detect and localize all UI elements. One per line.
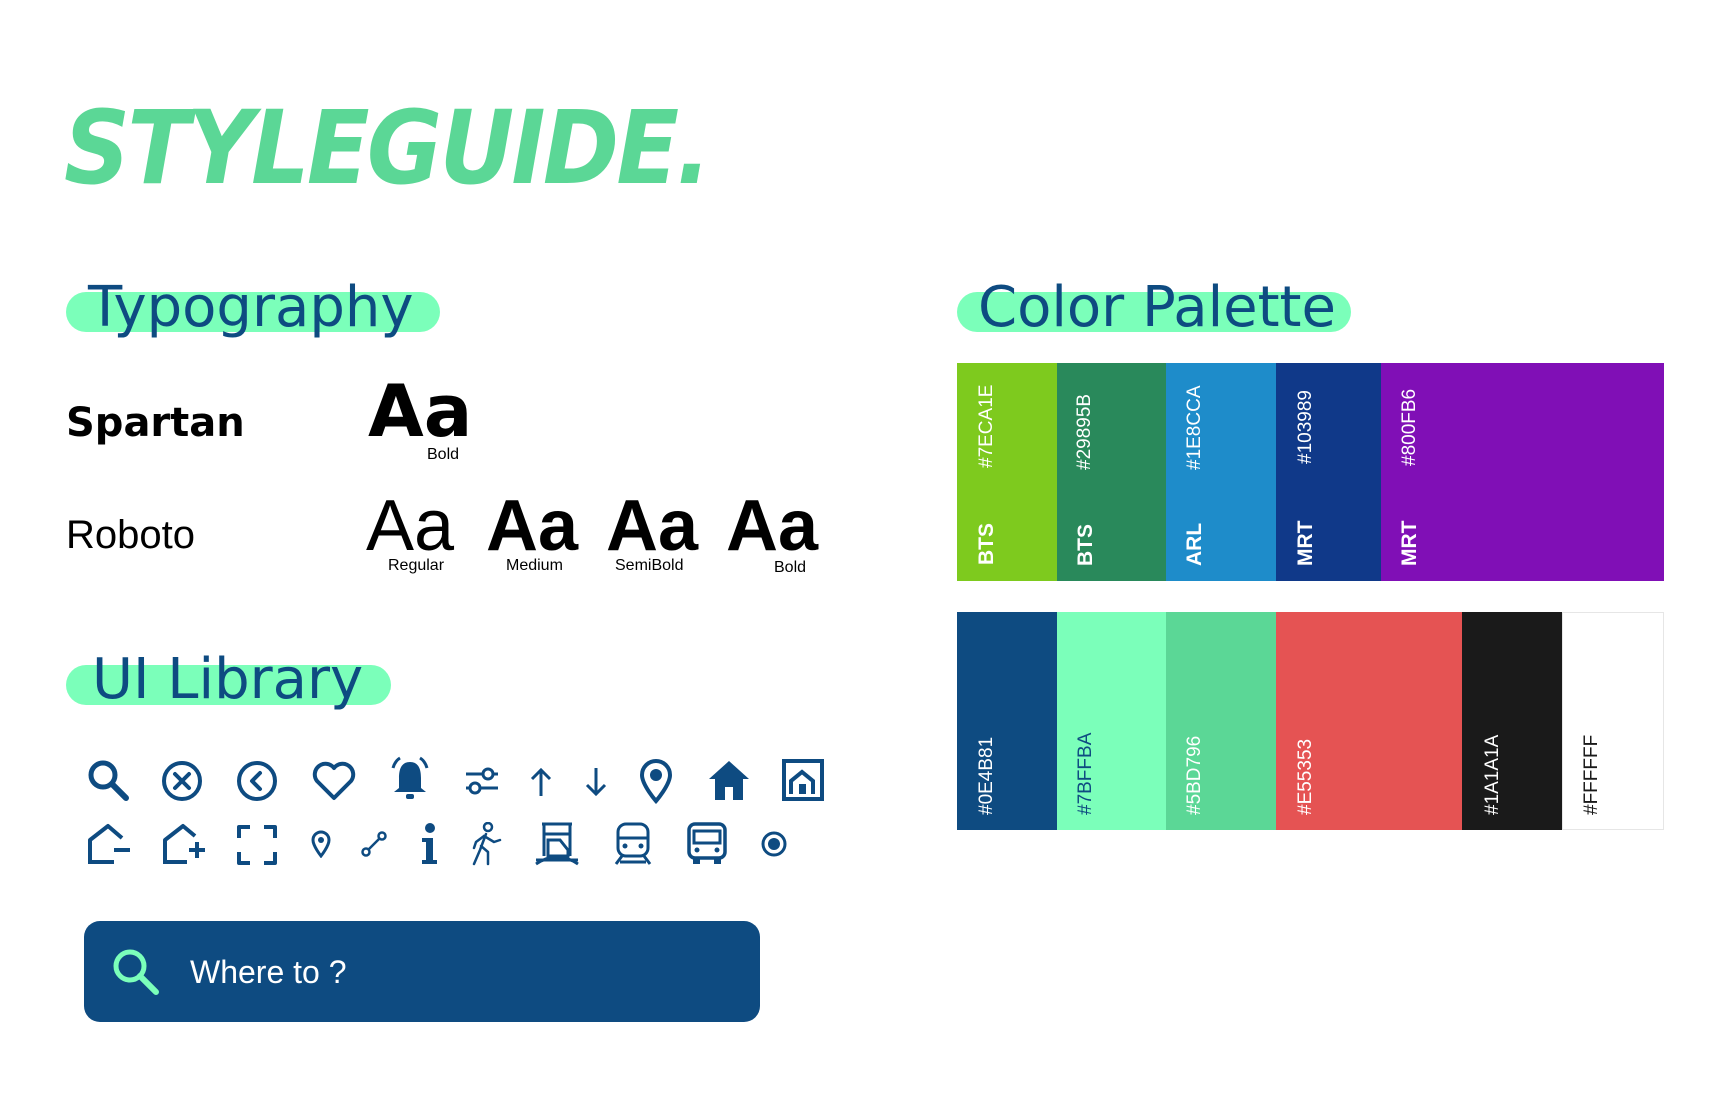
- weight-label-medium: Medium: [506, 557, 563, 574]
- swatch-hex-label: #FFFFFF: [1581, 734, 1602, 815]
- swatch-hex-label: #800FB6: [1399, 388, 1420, 466]
- home-remove-icon[interactable]: [86, 822, 132, 866]
- bus-icon[interactable]: [685, 820, 729, 866]
- font-sample-roboto-bold: Aa: [726, 486, 819, 566]
- color-swatch: [957, 612, 1057, 830]
- weight-label-regular: Regular: [388, 557, 445, 574]
- train-icon[interactable]: [612, 820, 654, 866]
- home-icon[interactable]: [706, 758, 752, 802]
- swatch-hex-label: #7BFFBA: [1075, 732, 1096, 815]
- target-icon[interactable]: [760, 830, 788, 858]
- weight-label-spartan-bold: Bold: [427, 446, 460, 463]
- swatch-line-label: ARL: [1183, 522, 1206, 566]
- swatch-line-label: MRT: [1398, 520, 1421, 567]
- swatch-line-label: BTS: [975, 523, 998, 565]
- search-icon[interactable]: [86, 758, 130, 802]
- bell-icon[interactable]: [388, 756, 432, 802]
- weight-label-bold: Bold: [774, 559, 807, 576]
- search-bar[interactable]: [84, 921, 760, 1022]
- walking-icon[interactable]: [468, 822, 502, 866]
- swatch-hex-label: #5BD796: [1184, 735, 1205, 815]
- small-pin-icon[interactable]: [310, 830, 332, 858]
- back-circle-icon[interactable]: [236, 760, 278, 802]
- swatch-hex-label: #103989: [1295, 390, 1316, 464]
- section-highlight: [66, 665, 391, 705]
- color-swatch: [1276, 612, 1462, 830]
- home-outline-icon[interactable]: [781, 758, 825, 802]
- close-circle-icon[interactable]: [161, 760, 203, 802]
- font-sample-roboto-medium: Aa: [486, 486, 579, 566]
- color-swatch: [957, 363, 1057, 581]
- color-swatch: [1057, 363, 1166, 581]
- swatch-hex-label: #29895B: [1074, 393, 1095, 470]
- route-icon[interactable]: [360, 830, 388, 858]
- heart-icon[interactable]: [311, 760, 357, 802]
- font-sample-roboto-semibold: Aa: [606, 486, 699, 566]
- weight-label-semibold: SemiBold: [615, 557, 684, 574]
- swatch-hex-label: #1E8CCA: [1184, 385, 1205, 471]
- location-pin-icon[interactable]: [638, 758, 674, 804]
- color-swatch: [1276, 363, 1381, 581]
- home-add-icon[interactable]: [161, 822, 207, 866]
- arrow-down-icon[interactable]: [584, 766, 608, 798]
- swatch-hex-label: #1A1A1A: [1482, 734, 1503, 815]
- font-sample-spartan-bold: Aa: [368, 369, 473, 453]
- search-input[interactable]: Where to ?: [190, 954, 347, 990]
- page-title: STYLEGUIDE.: [64, 89, 711, 208]
- ui-library-heading: UI Library: [92, 647, 364, 712]
- swatch-hex-label: #0E4B81: [976, 736, 997, 815]
- typography-heading: Typography: [88, 275, 414, 340]
- station-icon[interactable]: [532, 820, 582, 866]
- section-highlight: [957, 292, 1351, 332]
- arrow-up-icon[interactable]: [529, 766, 553, 798]
- color-swatch: [1166, 612, 1276, 830]
- color-swatch: [1166, 363, 1276, 581]
- font-name-roboto: Roboto: [66, 513, 195, 557]
- color-swatch: [1462, 612, 1562, 830]
- section-highlight: [66, 292, 440, 332]
- color-palette-heading: Color Palette: [978, 275, 1336, 340]
- swatch-hex-label: #E55353: [1295, 738, 1316, 815]
- filter-sliders-icon[interactable]: [464, 764, 500, 798]
- color-swatch: [1057, 612, 1166, 830]
- color-swatch: [1381, 363, 1664, 581]
- search-icon: [110, 946, 160, 996]
- color-swatch: [1562, 612, 1664, 830]
- scan-frame-icon[interactable]: [236, 824, 278, 866]
- font-name-spartan: Spartan: [66, 400, 245, 446]
- swatch-line-label: BTS: [1074, 524, 1097, 566]
- font-sample-roboto-regular: Aa: [366, 486, 455, 566]
- info-icon[interactable]: [418, 822, 440, 866]
- swatch-line-label: MRT: [1294, 520, 1317, 567]
- swatch-hex-label: #7ECA1E: [976, 384, 997, 468]
